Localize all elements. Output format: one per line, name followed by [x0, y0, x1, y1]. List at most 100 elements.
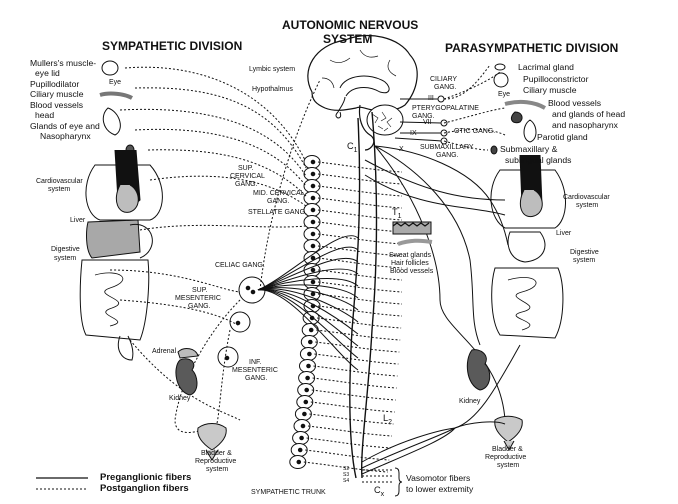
cx-main: C	[374, 485, 381, 495]
label-cn-x: X	[399, 146, 404, 153]
c1-sub: 1	[353, 146, 358, 154]
label-eye-left: Eye	[109, 79, 122, 86]
label-cardio-left-1: Cardiovascular	[36, 178, 83, 185]
label-blood-vessels-skin: Blood vessels	[390, 268, 434, 275]
postganglionic-fiber	[317, 305, 403, 317]
postganglionic-fiber	[305, 449, 390, 461]
label-bladder-right-3: system	[497, 462, 520, 469]
postganglionic-fiber	[317, 233, 403, 245]
label-digestive-right-2: system	[573, 257, 596, 264]
label-ciliary-gang-2: GANG.	[434, 84, 457, 91]
label-submax-right-1: Submaxillary &	[500, 144, 558, 154]
t1-main: T	[392, 207, 398, 217]
trunk-ganglion-dot	[308, 327, 314, 333]
postganglionic-fiber	[307, 425, 393, 437]
legend-preganglionic: Preganglionic fibers	[100, 472, 192, 483]
label-liver-left: Liver	[70, 217, 86, 224]
label-liver-right: Liver	[556, 230, 572, 237]
label-sup-cervical-3: GANG.	[235, 181, 258, 188]
label-mullers: Mullers's muscle-	[30, 58, 97, 68]
sympathetic-trunk-chain	[289, 155, 321, 469]
label-eyelid: eye lid	[35, 68, 60, 78]
trunk-ganglion-dot	[310, 267, 316, 273]
preganglionic-fiber	[257, 287, 359, 311]
postganglionic-fiber	[317, 245, 403, 257]
label-otic: OTIC GANG.	[454, 128, 496, 135]
trunk-ganglion-dot	[307, 351, 312, 357]
postganglionic-fiber	[317, 221, 403, 233]
title-line2: SYSTEM	[323, 32, 373, 46]
l2-main: L	[383, 413, 389, 423]
label-adrenal: Adrenal	[152, 348, 177, 355]
label-ciliary-gang-1: CILIARY	[430, 76, 458, 83]
label-sup-cervical-1: SUP.	[238, 165, 254, 172]
postganglionic-fiber	[316, 329, 401, 341]
label-ciliary-right: Ciliary muscle	[523, 85, 577, 95]
postganglionic-fiber	[317, 197, 403, 209]
trunk-ganglion-dot	[303, 399, 309, 405]
label-cardio-left-2: system	[48, 186, 71, 193]
trunk-ganglion-dot	[304, 387, 310, 393]
label-cardio-right-2: system	[576, 202, 599, 209]
left-thorax	[79, 149, 163, 361]
label-mid-cervical-1: MID. CERVICAL	[253, 190, 305, 197]
cx-sub: x	[380, 490, 385, 498]
parasympathetic-heading: PARASYMPATHETIC DIVISION	[445, 41, 619, 55]
postganglionic-fiber	[317, 293, 403, 305]
label-bladder-left-3: system	[206, 466, 229, 473]
postganglionic-fiber	[303, 461, 388, 473]
label-bladder-right-2: Reproductive	[485, 454, 527, 461]
label-nasopharynx: Nasopharynx	[40, 131, 91, 141]
label-inf-mes-1: INF.	[249, 359, 262, 366]
spinal-cord	[361, 111, 378, 479]
label-cardio-right-1: Cardiovascular	[563, 194, 610, 201]
sup-mesenteric-ganglion	[229, 311, 251, 333]
preganglionic-fiber	[257, 277, 359, 291]
label-l2: L2	[383, 413, 392, 426]
label-ptery-2: GANG.	[412, 113, 435, 120]
label-ciliary: Ciliary muscle	[30, 89, 84, 99]
postganglionic-fiber	[309, 413, 394, 425]
label-blood-vessels: Blood vessels	[30, 100, 84, 110]
trunk-ganglion-dot	[310, 207, 316, 213]
preganglionic-fiber	[257, 284, 359, 299]
legend-postganglionic: Postganglion fibers	[100, 483, 189, 494]
label-ptery-1: PTERYGOPALATINE	[412, 105, 479, 112]
postganglionic-fiber	[306, 437, 391, 449]
preganglionic-fiber	[257, 288, 359, 323]
postganglionic-fiber	[317, 269, 403, 281]
label-lacrimal: Lacrimal gland	[518, 62, 574, 72]
label-stellate: STELLATE GANG.	[248, 209, 307, 216]
postganglionic-fiber	[314, 353, 399, 365]
label-blood-right-2: and glands of head	[552, 109, 626, 119]
label-hair-follicles: Hair follicles	[391, 260, 429, 267]
postganglionic-fiber	[313, 365, 398, 377]
label-submax-gang-1: SUBMAXILLARY	[420, 144, 474, 151]
label-pupilloconstrictor: Pupilloconstrictor	[523, 74, 589, 84]
label-s3: S3	[343, 472, 350, 478]
inf-mesenteric-ganglion	[217, 346, 239, 368]
label-bladder-left-2: Reproductive	[195, 458, 237, 465]
trunk-ganglion-dot	[308, 339, 313, 345]
label-kidney-left: Kidney	[169, 395, 191, 402]
trunk-ganglion-dot	[300, 423, 306, 429]
label-cn-iii: III	[428, 95, 434, 102]
celiac-ganglion	[238, 276, 266, 304]
label-celiac: CELIAC GANG.	[215, 262, 265, 269]
label-submax-right-2: sublingual glands	[505, 155, 572, 165]
label-sup-mes-2: MESENTERIC	[175, 295, 221, 302]
postganglionic-fiber	[317, 161, 403, 173]
label-digestive-left-2: system	[54, 255, 77, 262]
preganglionic-fiber	[257, 246, 359, 291]
preganglionic-fiber	[257, 235, 359, 291]
trunk-ganglion-dot	[299, 435, 304, 441]
label-c1: C1	[347, 141, 358, 154]
trunk-ganglion-dot	[305, 375, 310, 381]
postganglionic-fiber	[311, 389, 396, 401]
label-digestive-right-1: Digestive	[570, 249, 599, 256]
left-eye-shape	[101, 60, 119, 76]
right-thorax	[490, 154, 566, 339]
trunk-ganglion-dot	[310, 279, 316, 285]
label-parotid: Parotid gland	[537, 132, 588, 142]
